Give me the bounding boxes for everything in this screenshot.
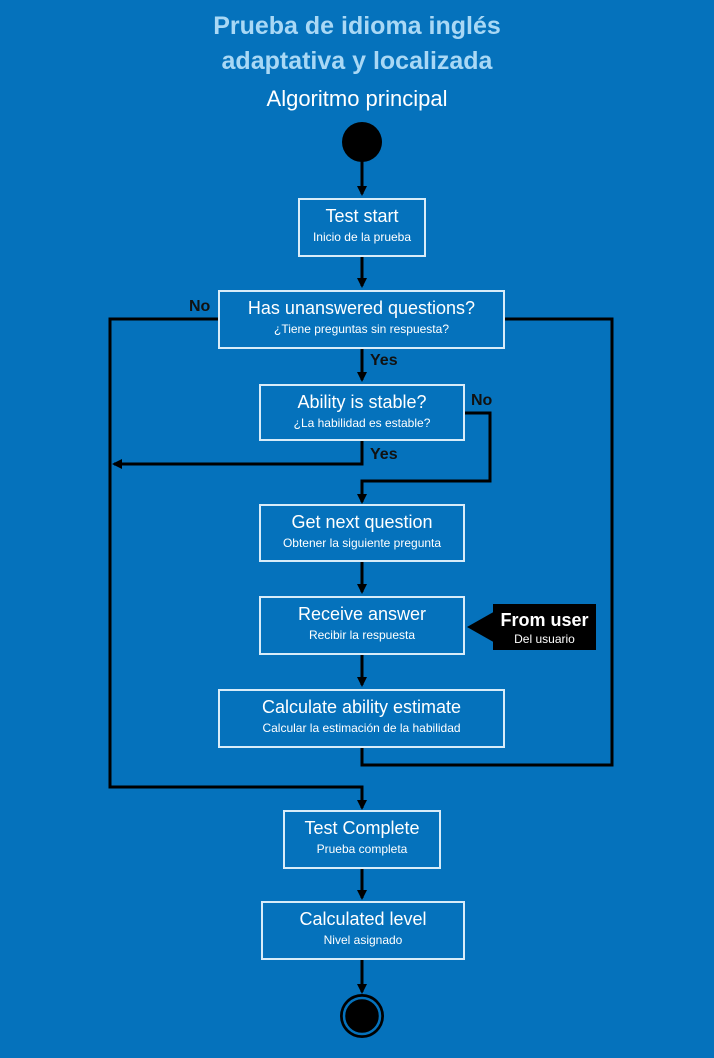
node-has-unanswered-es: ¿Tiene preguntas sin respuesta?	[274, 322, 449, 336]
title-line-2: adaptativa y localizada	[221, 47, 493, 75]
from-user-flag: From user Del usuario	[493, 604, 596, 650]
node-next-question-en: Get next question	[291, 512, 433, 532]
node-next-question-es: Obtener la siguiente pregunta	[282, 536, 442, 550]
node-has-unanswered-en: Has unanswered questions?	[247, 298, 476, 318]
node-receive-answer-es: Recibir la respuesta	[308, 628, 416, 642]
node-test-complete: Test Complete Prueba completa	[283, 810, 441, 869]
node-calc-level: Calculated level Nivel asignado	[261, 901, 465, 960]
node-has-unanswered: Has unanswered questions? ¿Tiene pregunt…	[218, 290, 505, 349]
node-ability-stable: Ability is stable? ¿La habilidad es esta…	[259, 384, 465, 441]
node-calc-ability-en: Calculate ability estimate	[261, 697, 462, 717]
end-node-ring	[342, 996, 382, 1036]
title-line-1: Prueba de idioma inglés	[213, 12, 501, 40]
node-calc-ability-es: Calcular la estimación de la habilidad	[262, 721, 461, 735]
node-test-start-en: Test start	[325, 206, 399, 226]
start-node	[342, 122, 382, 162]
label-ability-yes: Yes	[370, 446, 398, 463]
node-calc-level-en: Calculated level	[299, 909, 427, 929]
node-ability-stable-en: Ability is stable?	[297, 392, 427, 412]
subtitle: Algoritmo principal	[266, 86, 448, 111]
node-test-start-es: Inicio de la prueba	[312, 230, 412, 244]
from-user-en: From user	[500, 610, 589, 630]
edge-unanswered-no	[108, 317, 367, 810]
node-calc-ability: Calculate ability estimate Calcular la e…	[218, 689, 505, 748]
node-receive-answer-en: Receive answer	[297, 604, 427, 624]
edge-ability-no	[357, 411, 492, 504]
node-receive-answer: Receive answer Recibir la respuesta	[259, 596, 465, 655]
end-node-inner	[349, 1003, 375, 1029]
node-test-complete-es: Prueba completa	[316, 842, 408, 856]
label-ability-no: No	[471, 392, 493, 409]
edge-ability-yes	[112, 441, 364, 469]
node-test-complete-en: Test Complete	[304, 818, 420, 838]
node-calc-level-es: Nivel asignado	[323, 933, 403, 947]
node-next-question: Get next question Obtener la siguiente p…	[259, 504, 465, 562]
node-ability-stable-es: ¿La habilidad es estable?	[293, 416, 431, 430]
from-user-es: Del usuario	[514, 632, 575, 646]
label-unanswered-yes: Yes	[370, 352, 398, 369]
node-test-start: Test start Inicio de la prueba	[298, 198, 426, 257]
label-unanswered-no: No	[189, 298, 211, 315]
from-user-pointer	[467, 610, 497, 644]
edge-calc-loop	[360, 317, 614, 767]
